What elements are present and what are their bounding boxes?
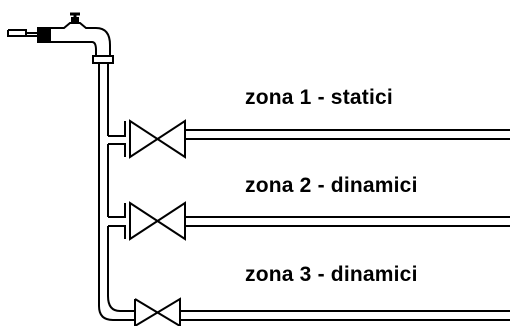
supply-pipe bbox=[98, 63, 135, 321]
valve-1-icon bbox=[129, 119, 186, 159]
valve-2-icon bbox=[129, 201, 186, 241]
zone-2-branch bbox=[108, 201, 510, 241]
zone-1-label: zona 1 - statici bbox=[245, 86, 393, 109]
zone-3-branch bbox=[134, 297, 510, 326]
faucet-icon bbox=[7, 12, 114, 64]
zone-1-branch bbox=[108, 119, 510, 159]
zone-3-label: zona 3 - dinamici bbox=[245, 263, 418, 286]
zone-2-label: zona 2 - dinamici bbox=[245, 174, 418, 197]
